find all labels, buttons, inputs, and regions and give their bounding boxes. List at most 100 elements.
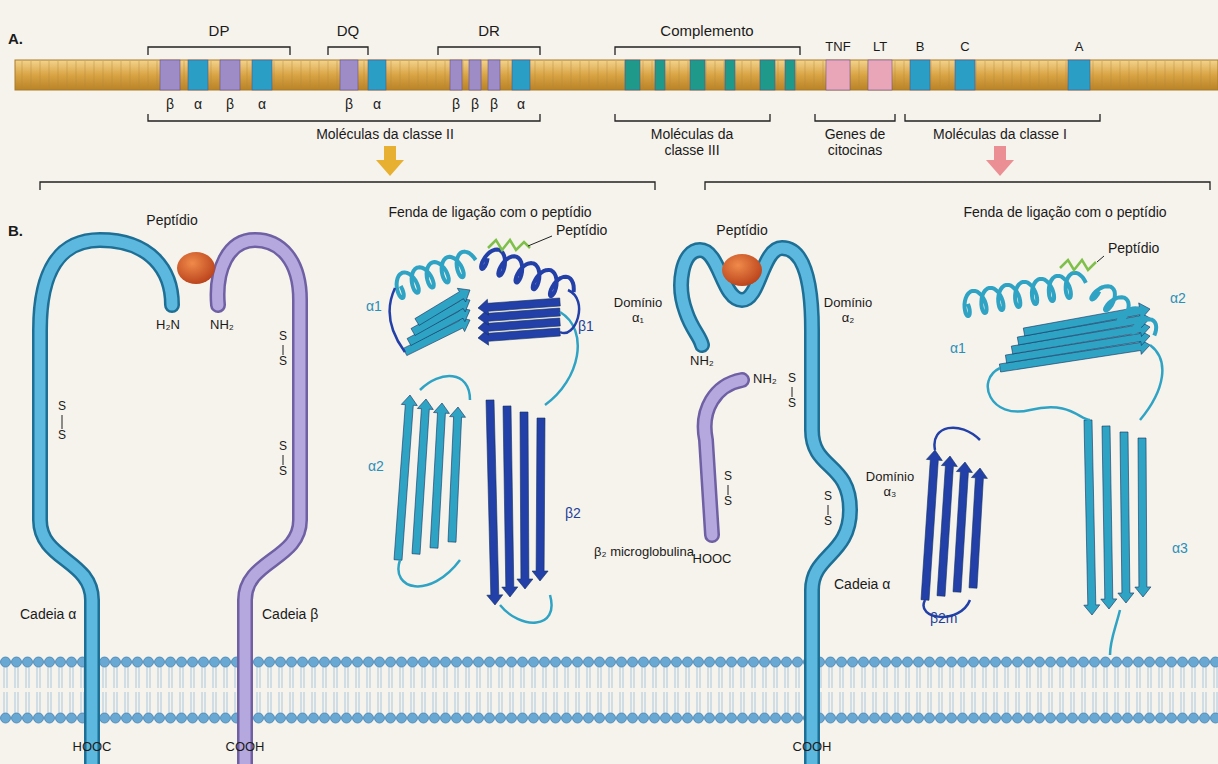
chromosome-stripe bbox=[859, 61, 860, 89]
chromosome-stripe bbox=[76, 61, 77, 89]
chromosome-stripe bbox=[283, 61, 284, 89]
section-letter: B. bbox=[8, 222, 23, 239]
chromosome-stripe bbox=[139, 61, 140, 89]
coil-loop bbox=[390, 288, 580, 352]
structure-caption: Fenda de ligação com o peptídio bbox=[388, 204, 591, 220]
domain-label: β2 bbox=[565, 505, 581, 521]
gene-region: DR bbox=[478, 22, 500, 39]
chromosome-stripe bbox=[796, 61, 797, 89]
disulfide-atom: S bbox=[823, 490, 833, 504]
beta-strand bbox=[969, 468, 987, 588]
beta-strand bbox=[415, 288, 470, 325]
chromosome-stripe bbox=[1039, 61, 1040, 89]
chromosome-stripe bbox=[301, 61, 302, 89]
beta-strand bbox=[448, 407, 466, 542]
chromosome-stripe bbox=[1192, 61, 1193, 89]
beta-strand bbox=[1101, 426, 1117, 609]
disulfide-atom: S bbox=[278, 330, 288, 344]
terminus-label: H₂N bbox=[156, 318, 180, 333]
chromosome-stripe bbox=[616, 61, 617, 89]
chromosome-stripe bbox=[949, 61, 950, 89]
disulfide-atom: S bbox=[787, 397, 797, 411]
chromosome-stripe bbox=[1102, 61, 1103, 89]
beta-strand bbox=[1118, 432, 1134, 603]
chromosome-stripe bbox=[85, 61, 86, 89]
gene-locus: C bbox=[960, 40, 969, 55]
chromosome-stripe bbox=[1201, 61, 1202, 89]
chromosome-stripe bbox=[742, 61, 743, 89]
chain-label: Cadeia α bbox=[20, 606, 76, 622]
chromosome-stripe bbox=[1048, 61, 1049, 89]
chromosome-stripe bbox=[724, 61, 725, 89]
gene-locus: B bbox=[916, 40, 925, 55]
chain-gene: β bbox=[166, 96, 174, 112]
chromosome-stripe bbox=[805, 61, 806, 89]
disulfide-atom: S bbox=[278, 465, 288, 479]
chromosome-stripe bbox=[607, 61, 608, 89]
chromosome-stripe bbox=[67, 61, 68, 89]
coil-loop bbox=[988, 345, 1163, 655]
section-letter: A. bbox=[8, 30, 23, 47]
terminus-label: COOH bbox=[793, 740, 832, 755]
chromosome-stripe bbox=[31, 61, 32, 89]
chromosome-stripe bbox=[670, 61, 671, 89]
terminus-label: NH₂ bbox=[210, 318, 234, 333]
chain-gene: β bbox=[226, 96, 234, 112]
chromosome-stripe bbox=[40, 61, 41, 89]
beta-strand bbox=[502, 406, 518, 597]
chromosome-stripe bbox=[121, 61, 122, 89]
coil-loop bbox=[1060, 260, 1096, 270]
domain-label: Domínio α₁ bbox=[607, 296, 669, 326]
beta-strand bbox=[1084, 420, 1100, 615]
chromosome-stripe bbox=[337, 61, 338, 89]
chromosome-stripe bbox=[976, 61, 977, 89]
chromosome-stripe bbox=[994, 61, 995, 89]
chain-gene: α bbox=[194, 96, 202, 112]
beta-strand bbox=[478, 298, 560, 315]
chromosome-stripe bbox=[292, 61, 293, 89]
chromosome-stripe bbox=[1138, 61, 1139, 89]
chain-gene: β bbox=[345, 96, 353, 112]
beta-strand bbox=[517, 412, 533, 589]
disulfide-atom: S bbox=[723, 470, 733, 484]
gene-region: Complemento bbox=[660, 22, 753, 39]
disulfide-atom: S bbox=[723, 495, 733, 509]
domain-label: α3 bbox=[1172, 540, 1188, 556]
chromosome-stripe bbox=[589, 61, 590, 89]
chromosome-stripe bbox=[1165, 61, 1166, 89]
alpha-helix bbox=[1091, 286, 1156, 335]
domain-label: α1 bbox=[950, 340, 966, 356]
chromosome-stripe bbox=[562, 61, 563, 89]
coil-loop bbox=[924, 428, 980, 617]
chromosome-stripe bbox=[823, 61, 824, 89]
chromosome-stripe bbox=[904, 61, 905, 89]
terminus-label: NH₂ bbox=[753, 372, 777, 387]
chain-gene: β bbox=[471, 96, 479, 112]
peptide-label: Peptídio bbox=[146, 212, 197, 228]
beta-strand bbox=[532, 418, 548, 581]
beta-strand bbox=[412, 399, 433, 554]
chromosome-stripe bbox=[1120, 61, 1121, 89]
chromosome-stripe bbox=[1057, 61, 1058, 89]
chain-label: Cadeia α bbox=[834, 576, 890, 592]
alpha-helix bbox=[397, 252, 476, 298]
chromosome-stripe bbox=[409, 61, 410, 89]
gene-region: DQ bbox=[337, 22, 360, 39]
disulfide-atom: S bbox=[278, 440, 288, 454]
chromosome-stripe bbox=[571, 61, 572, 89]
group-label: Moléculas da classe I bbox=[933, 126, 1067, 142]
chromosome-stripe bbox=[49, 61, 50, 89]
chromosome-stripe bbox=[931, 61, 932, 89]
chromosome-stripe bbox=[130, 61, 131, 89]
group-label: Moléculas da classe II bbox=[316, 126, 454, 142]
domain-label: Domínio α₃ bbox=[862, 470, 918, 500]
chromosome-stripe bbox=[58, 61, 59, 89]
chromosome-stripe bbox=[418, 61, 419, 89]
chromosome-stripe bbox=[598, 61, 599, 89]
chromosome-stripe bbox=[751, 61, 752, 89]
disulfide-atom: S bbox=[787, 372, 797, 386]
chromosome-stripe bbox=[508, 61, 509, 89]
beta-strand bbox=[486, 400, 503, 605]
chromosome-stripe bbox=[535, 61, 536, 89]
